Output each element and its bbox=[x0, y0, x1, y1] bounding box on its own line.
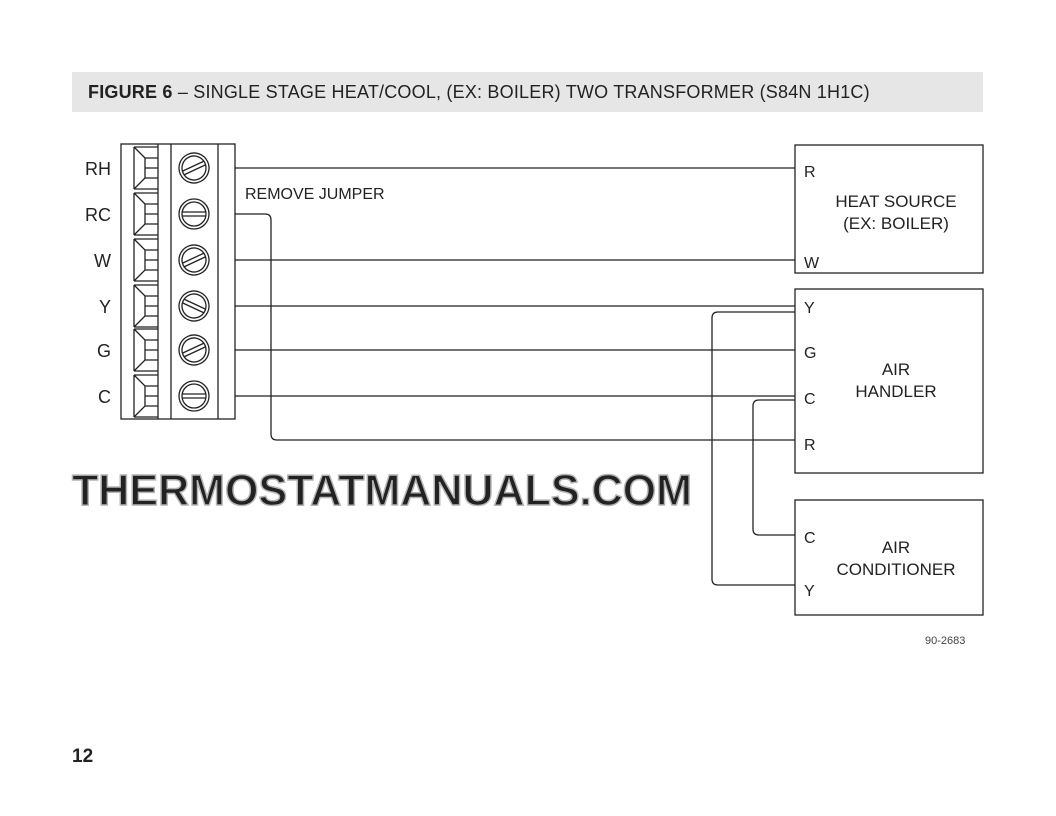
terminal-connector-icon bbox=[133, 192, 158, 236]
ah-terminal-r: R bbox=[804, 437, 816, 454]
terminal-label-rh: RH bbox=[85, 159, 111, 179]
hs-name-2: (EX: BOILER) bbox=[843, 214, 949, 233]
wire-ah-y-ac-y bbox=[711, 311, 795, 586]
heat-source-box: R W HEAT SOURCE (EX: BOILER) bbox=[794, 144, 984, 274]
wires bbox=[235, 167, 795, 586]
screw-icon bbox=[178, 198, 210, 230]
hs-name-1: HEAT SOURCE bbox=[835, 192, 956, 211]
screw-icon bbox=[178, 334, 210, 366]
page-number: 12 bbox=[72, 746, 94, 767]
terminal-label-rc: RC bbox=[85, 205, 111, 225]
terminal-connector-icon bbox=[133, 146, 158, 190]
terminal-label-w: W bbox=[94, 251, 111, 271]
figure-title: – SINGLE STAGE HEAT/COOL, (EX: BOILER) T… bbox=[172, 82, 870, 102]
terminal-connector-icon bbox=[133, 238, 158, 282]
document-code: 90-2683 bbox=[925, 635, 966, 647]
wire-ah-c-ac-c bbox=[752, 399, 795, 536]
screw-icon bbox=[178, 290, 210, 322]
screw-icon bbox=[178, 244, 210, 276]
ah-terminal-y: Y bbox=[804, 300, 815, 317]
ac-terminal-c: C bbox=[804, 530, 816, 547]
ac-name-1: AIR bbox=[882, 538, 910, 557]
terminal-label-c: C bbox=[98, 387, 111, 407]
figure-label: FIGURE 6 bbox=[88, 82, 173, 102]
hs-terminal-w: W bbox=[804, 255, 820, 272]
ah-terminal-c: C bbox=[804, 391, 816, 408]
figure-header: FIGURE 6 – SINGLE STAGE HEAT/COOL, (EX: … bbox=[72, 72, 983, 112]
terminal-label-y: Y bbox=[99, 297, 111, 317]
ah-terminal-g: G bbox=[804, 345, 816, 362]
air-handler-box: Y G C R AIR HANDLER bbox=[794, 288, 984, 474]
screw-icon bbox=[178, 380, 210, 412]
ah-name-2: HANDLER bbox=[855, 382, 936, 401]
ah-name-1: AIR bbox=[882, 360, 910, 379]
watermark: THERMOSTATMANUALS.COM bbox=[72, 466, 692, 515]
air-conditioner-box: C Y AIR CONDITIONER bbox=[794, 499, 984, 616]
ac-name-2: CONDITIONER bbox=[837, 560, 956, 579]
ac-terminal-y: Y bbox=[804, 583, 815, 600]
screw-icon bbox=[178, 152, 210, 184]
terminal-block bbox=[120, 143, 236, 420]
terminal-label-g: G bbox=[97, 341, 111, 361]
terminal-connector-icon bbox=[133, 284, 158, 328]
terminal-connector-icon bbox=[133, 374, 158, 418]
remove-jumper-note: REMOVE JUMPER bbox=[245, 186, 385, 203]
wire-rc-r bbox=[235, 213, 795, 441]
hs-terminal-r: R bbox=[804, 164, 816, 181]
terminal-labels: RH RC W Y G C REMOVE JUMPER bbox=[85, 159, 385, 407]
terminal-connector-icon bbox=[133, 328, 158, 372]
